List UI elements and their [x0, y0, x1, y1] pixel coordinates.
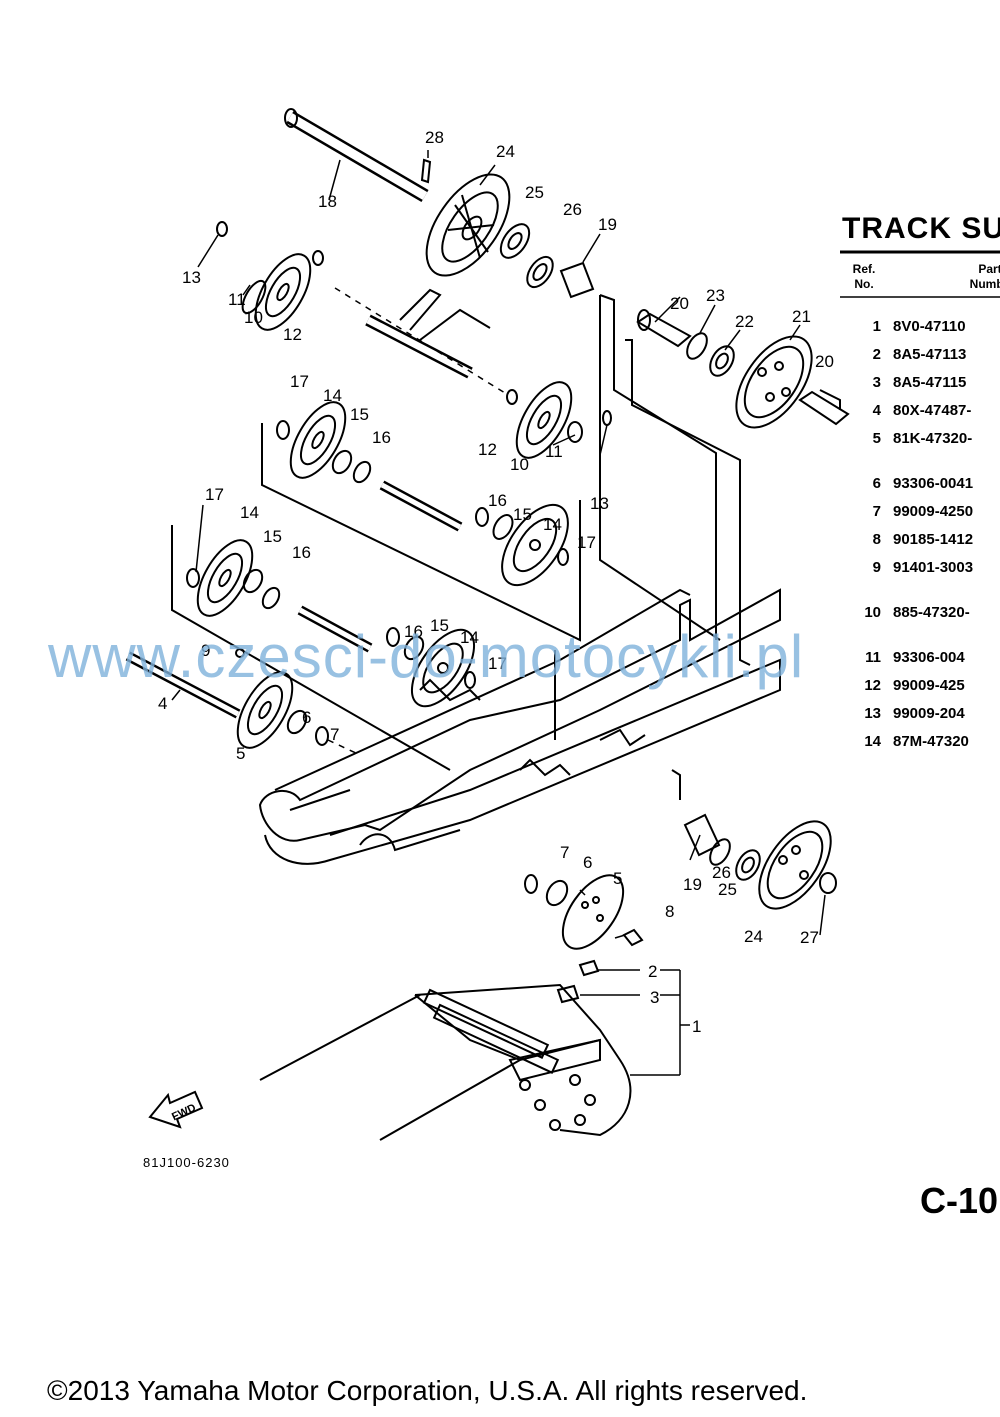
watermark: www.czesci-do-motocykli.pl: [48, 623, 805, 690]
callout-14b: 14: [240, 503, 259, 522]
callout-5b: 5: [613, 869, 622, 888]
callout-9: 9: [201, 641, 210, 660]
callout-19: 19: [598, 215, 617, 234]
rear-axle: [284, 108, 429, 203]
callout-7: 7: [330, 725, 339, 744]
callout-4: 4: [158, 694, 167, 713]
callout-12b: 12: [478, 440, 497, 459]
idler-wheel-top: [425, 173, 511, 277]
callout-16b: 16: [292, 543, 311, 562]
callout-16: 16: [372, 428, 391, 447]
callout-14c: 14: [543, 515, 562, 534]
callout-17: 17: [290, 372, 309, 391]
page-code: C-10: [920, 1180, 999, 1221]
callout-10b: 10: [510, 455, 529, 474]
forward-arrow-icon: [148, 1090, 204, 1129]
callout-19b: 19: [683, 875, 702, 894]
callout-15: 15: [350, 405, 369, 424]
callout-21: 21: [792, 307, 811, 326]
callout-17d: 17: [488, 654, 507, 673]
callout-25: 25: [525, 183, 544, 202]
callout-13b: 13: [590, 494, 609, 513]
callout-13: 13: [182, 268, 201, 287]
diagram-title: TRACK SU: [842, 212, 1000, 245]
callout-27: 27: [800, 928, 819, 947]
header-part: Part Numbe: [969, 262, 1000, 291]
callout-14d: 14: [460, 628, 479, 647]
callout-25b: 25: [718, 880, 737, 899]
callout-12: 12: [283, 325, 302, 344]
callout-5: 5: [236, 744, 245, 763]
copyright-notice: ©2013 Yamaha Motor Corporation, U.S.A. A…: [47, 1375, 808, 1406]
callout-10: 10: [244, 308, 263, 327]
callout-15d: 15: [430, 616, 449, 635]
header-divider: [840, 296, 1000, 298]
callout-16c: 16: [488, 491, 507, 510]
callout-16d: 16: [404, 622, 423, 641]
callout-24: 24: [496, 142, 515, 161]
callout-28: 28: [425, 128, 444, 147]
callout-22: 22: [735, 312, 754, 331]
callout-17b: 17: [205, 485, 224, 504]
callout-24b: 24: [744, 927, 763, 946]
callout-20b: 20: [815, 352, 834, 371]
callout-11b: 11: [545, 442, 563, 461]
title-divider: [840, 250, 1000, 254]
header-ref: Ref. No.: [852, 262, 876, 291]
fwd-label: FWD: [170, 1102, 198, 1123]
diagram-code: 81J100-6230: [143, 1155, 230, 1170]
callout-11: 11: [228, 290, 246, 309]
callout-18: 18: [318, 192, 337, 211]
callout-8: 8: [665, 902, 674, 921]
callout-6: 6: [302, 708, 311, 727]
callout-15c: 15: [513, 505, 532, 524]
callout-6b: 6: [583, 853, 592, 872]
callout-20: 20: [670, 294, 689, 313]
callout-23: 23: [706, 286, 725, 305]
callout-1: 1: [692, 1017, 701, 1036]
callout-2: 2: [648, 962, 657, 981]
track: [259, 959, 632, 1141]
callout-3: 3: [650, 988, 659, 1007]
callout-7b: 7: [560, 843, 569, 862]
callout-26: 26: [563, 200, 582, 219]
callout-15b: 15: [263, 527, 282, 546]
callout-17c: 17: [577, 533, 596, 552]
callout-26b: 26: [712, 863, 731, 882]
callout-14: 14: [323, 386, 342, 405]
